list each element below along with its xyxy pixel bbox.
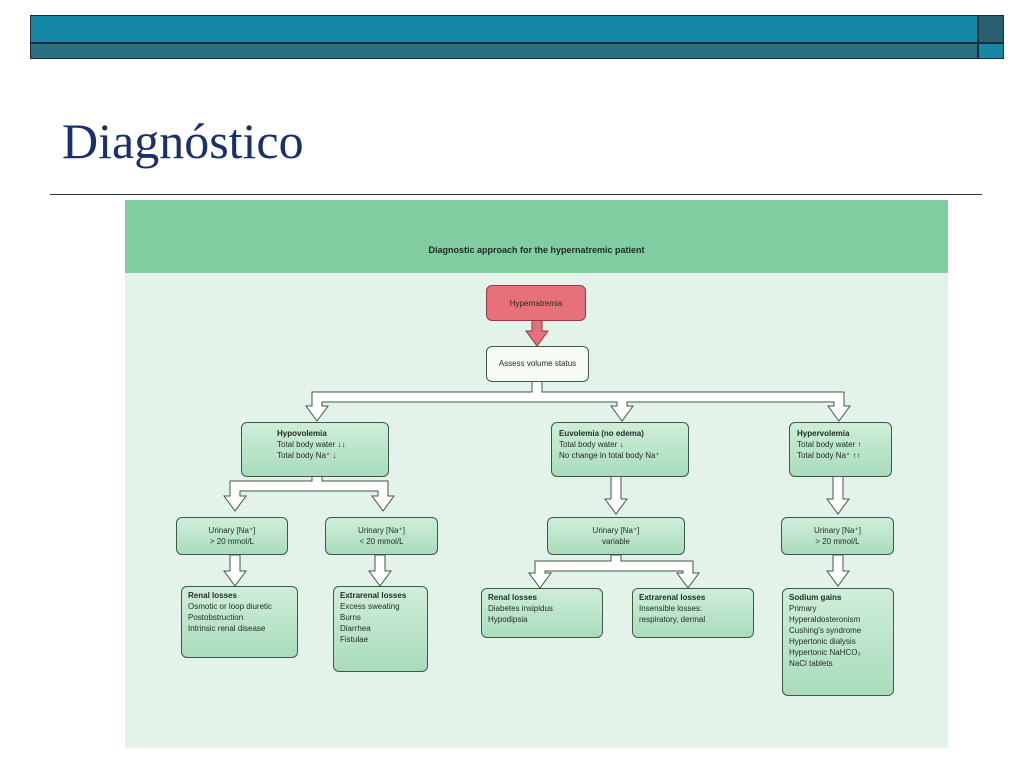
- sodium-gains-item: Hypertonic dialysis: [789, 637, 856, 646]
- arrow-eu-urinary: [604, 475, 628, 515]
- header-bar-lower: [30, 43, 978, 59]
- sodium-gains-item: NaCl tablets: [789, 659, 833, 668]
- diagram-title: Diagnostic approach for the hypernatremi…: [428, 245, 645, 255]
- hypovolemia-line1: Total body water ↓↓: [277, 440, 346, 449]
- euvolemia-head: Euvolemia (no edema): [559, 429, 644, 438]
- arrow-hypo-urinary: [223, 475, 395, 512]
- extrarenal-losses-box-1: Extrarenal losses Excess sweating Burns …: [333, 586, 428, 672]
- sodium-gains-item: Hyperaldosteronism: [789, 615, 861, 624]
- arrow-assess-branches: [305, 380, 851, 422]
- renal-losses-1-head: Renal losses: [188, 591, 237, 600]
- urinary-box-eu: Urinary [Na⁺] variable: [547, 517, 685, 555]
- extrarenal-losses-1-item: Diarrhea: [340, 624, 371, 633]
- urinary-hyper-line2: > 20 mmol/L: [815, 537, 860, 546]
- urinary-box-hyper: Urinary [Na⁺] > 20 mmol/L: [781, 517, 894, 555]
- sodium-gains-box: Sodium gains Primary Hyperaldosteronism …: [782, 588, 894, 696]
- renal-losses-2-item: Hypodipsia: [488, 615, 528, 624]
- urinary-hypo-low-line1: Urinary [Na⁺]: [358, 526, 405, 535]
- urinary-eu-line2: variable: [601, 537, 630, 546]
- assess-volume-box: Assess volume status: [486, 346, 589, 382]
- urinary-box-hypo-low: Urinary [Na⁺] < 20 mmol/L: [325, 517, 438, 555]
- sodium-gains-item: Cushing's syndrome: [789, 626, 862, 635]
- euvolemia-line1: Total body water ↓: [559, 440, 624, 449]
- hypernatremia-label: Hypernatremia: [509, 299, 563, 308]
- extrarenal-losses-2-item: respiratory, dermal: [639, 615, 706, 624]
- hypervolemia-head: Hypervolemia: [797, 429, 850, 438]
- corner-square-top: [978, 15, 1004, 43]
- renal-losses-1-item: Osmotic or loop diuretic: [188, 602, 273, 611]
- extrarenal-losses-1-item: Fistulae: [340, 635, 369, 644]
- renal-losses-2-item: Diabetes insipidus: [488, 604, 553, 613]
- hypovolemia-head: Hypovolemia: [277, 429, 327, 438]
- sodium-gains-item: Primary: [789, 604, 817, 613]
- arrow-eu-split: [528, 554, 700, 589]
- assess-volume-label: Assess volume status: [498, 359, 577, 368]
- header-bar: [30, 15, 978, 43]
- extrarenal-losses-2-head: Extrarenal losses: [639, 593, 706, 602]
- renal-losses-1-item: Intrinsic renal disease: [188, 624, 266, 633]
- arrow-urinary-extrarenal-1: [368, 554, 392, 587]
- urinary-hypo-high-line1: Urinary [Na⁺]: [208, 526, 256, 535]
- renal-losses-1-item: Postobstruction: [188, 613, 244, 622]
- euvolemia-box: Euvolemia (no edema) Total body water ↓ …: [551, 422, 689, 477]
- urinary-hypo-low-line2: < 20 mmol/L: [359, 537, 404, 546]
- hypervolemia-line1: Total body water ↑: [797, 440, 862, 449]
- euvolemia-line2: No change in total body Na⁺: [559, 451, 660, 460]
- extrarenal-losses-1-item: Excess sweating: [340, 602, 400, 611]
- extrarenal-losses-1-head: Extrarenal losses: [340, 591, 407, 600]
- sodium-gains-item: Hypertonic NaHCO₃: [789, 648, 861, 657]
- hypovolemia-box: Hypovolemia Total body water ↓↓ Total bo…: [241, 422, 389, 477]
- extrarenal-losses-box-2: Extrarenal losses Insensible losses: res…: [632, 588, 754, 638]
- sodium-gains-head: Sodium gains: [789, 593, 842, 602]
- corner-square-bottom: [978, 43, 1004, 59]
- arrow-urinary-renal-1: [223, 554, 247, 587]
- hypervolemia-box: Hypervolemia Total body water ↑ Total bo…: [789, 422, 892, 477]
- extrarenal-losses-1-item: Burns: [340, 613, 361, 622]
- diagram-header: [125, 200, 948, 273]
- urinary-box-hypo-high: Urinary [Na⁺] > 20 mmol/L: [176, 517, 288, 555]
- title-rule: [50, 194, 982, 195]
- urinary-hypo-high-line2: > 20 mmol/L: [209, 537, 255, 546]
- arrow-urinary-sodium: [826, 554, 850, 587]
- renal-losses-2-head: Renal losses: [488, 593, 537, 602]
- hypovolemia-line2: Total body Na⁺ ↓: [277, 451, 337, 460]
- renal-losses-box-1: Renal losses Osmotic or loop diuretic Po…: [181, 586, 298, 658]
- arrow-root-assess: [525, 319, 549, 347]
- arrow-hyper-urinary: [826, 475, 850, 515]
- slide-title: Diagnóstico: [62, 113, 304, 169]
- hypernatremia-box: Hypernatremia: [486, 285, 586, 321]
- extrarenal-losses-2-item: Insensible losses:: [639, 604, 703, 613]
- renal-losses-box-2: Renal losses Diabetes insipidus Hypodips…: [481, 588, 603, 638]
- hypervolemia-line2: Total body Na⁺ ↑↑: [797, 451, 861, 460]
- urinary-eu-line1: Urinary [Na⁺]: [592, 526, 640, 535]
- urinary-hyper-line1: Urinary [Na⁺]: [814, 526, 861, 535]
